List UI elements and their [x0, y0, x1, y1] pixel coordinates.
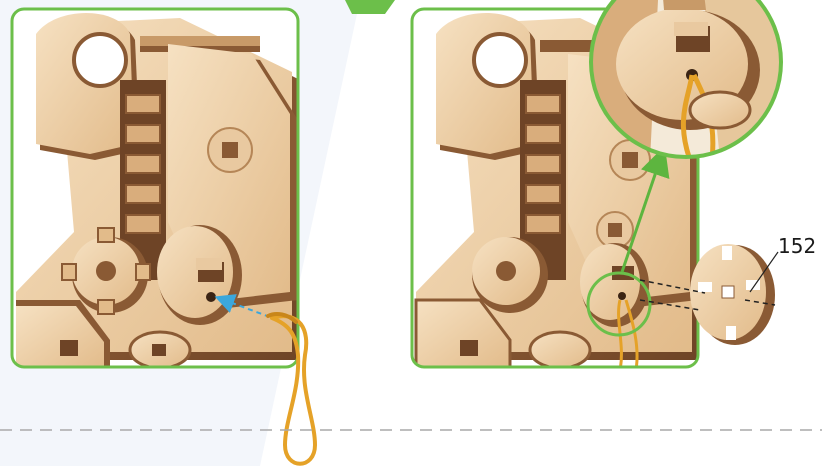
left-panel-mechanism	[12, 9, 300, 370]
part-number-label: 152	[778, 234, 816, 258]
wooden-disc-part-icon	[690, 244, 775, 345]
green-tab-accent	[345, 0, 395, 14]
